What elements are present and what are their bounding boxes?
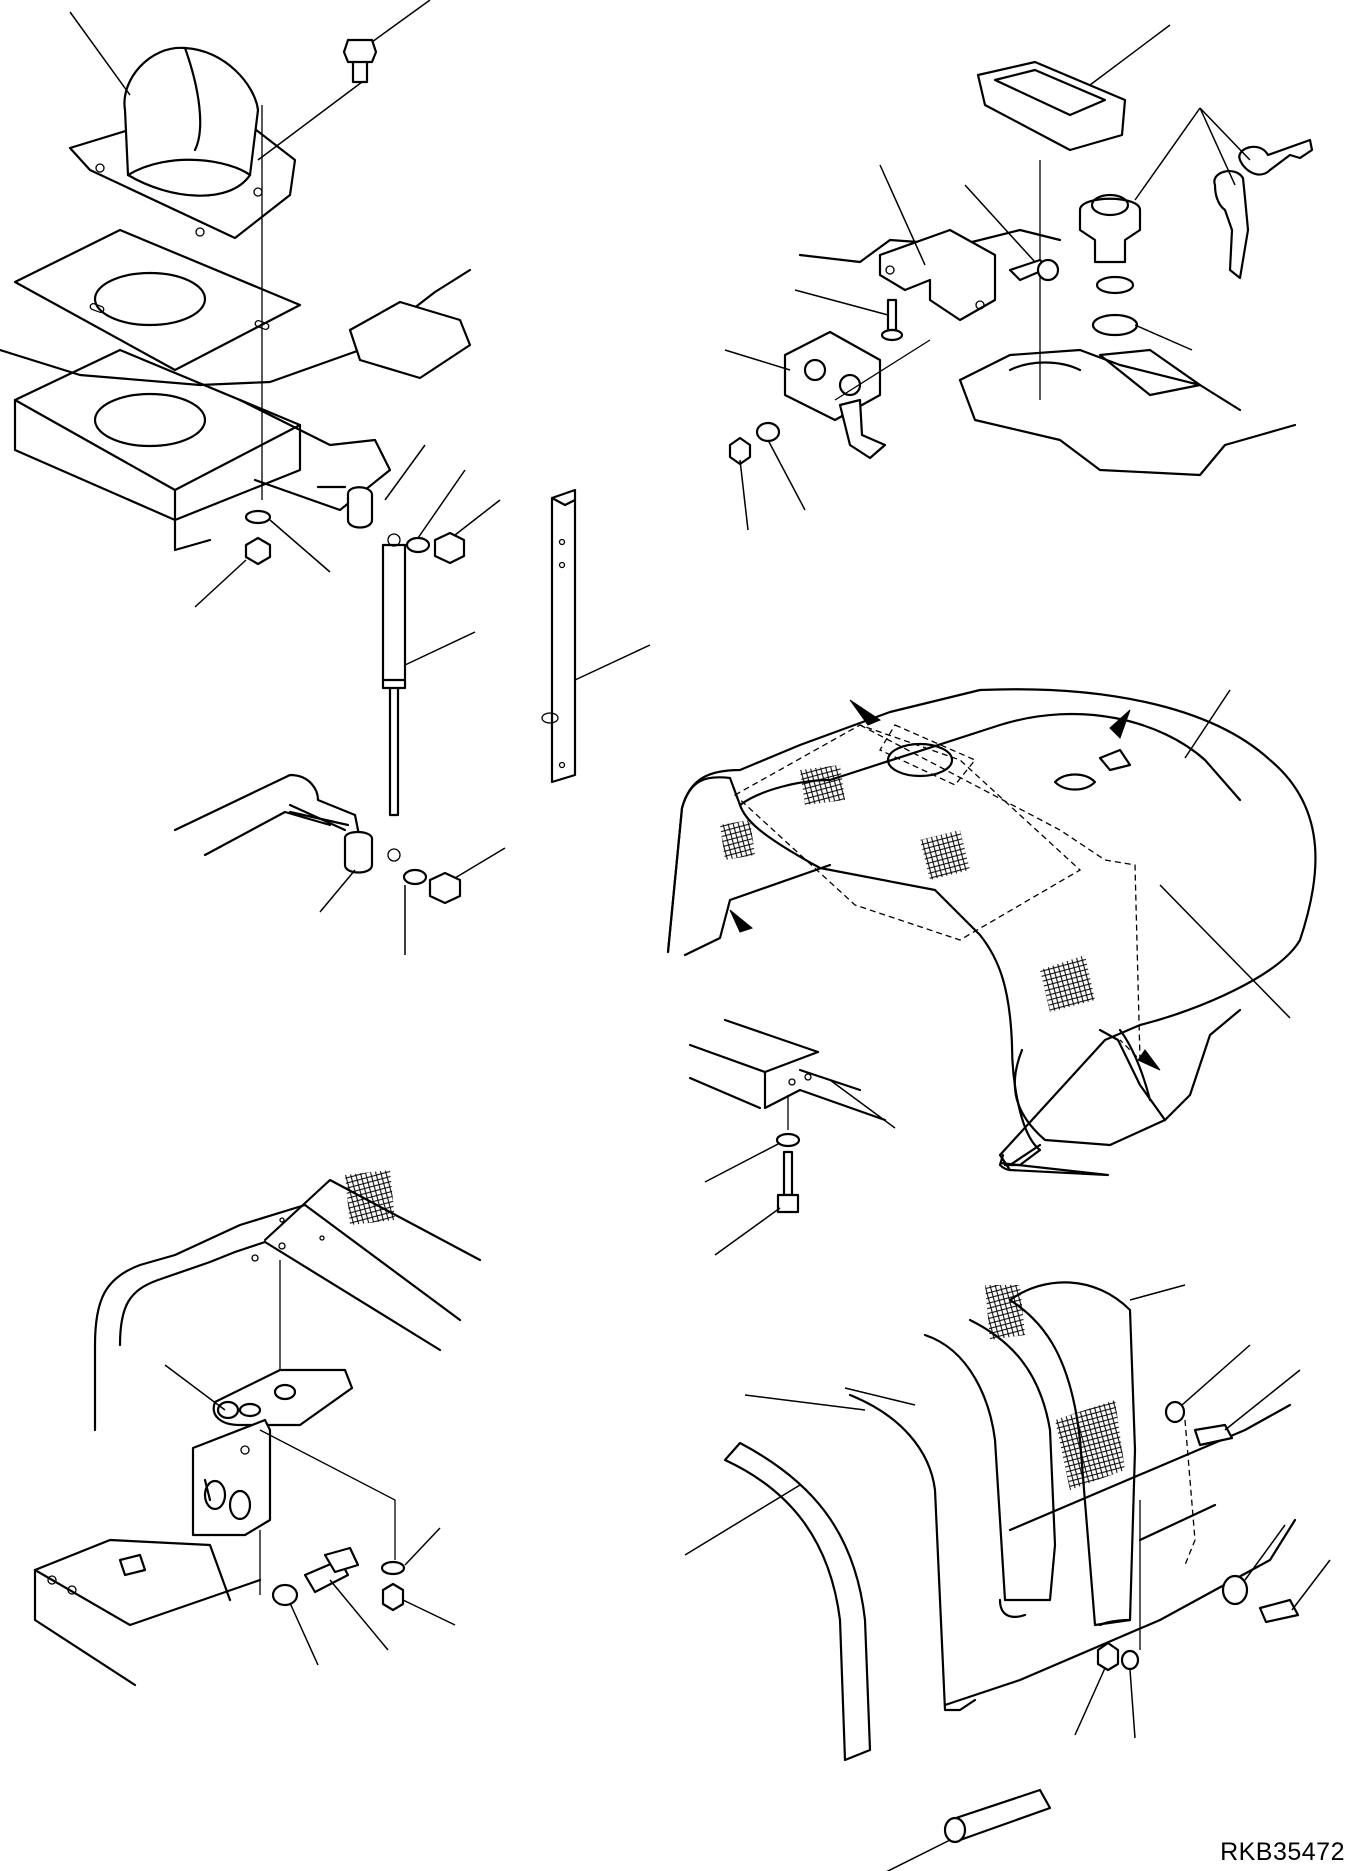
side-cover-assembly: [684, 1281, 1331, 1871]
reference-code: RKB35472: [1220, 1838, 1345, 1866]
hood-hinge-assembly: [33, 1170, 482, 1687]
lock-assembly: [724, 24, 1314, 531]
engine-hood-cover: [666, 688, 1317, 1256]
exhaust-duct-assembly: [0, 0, 651, 955]
